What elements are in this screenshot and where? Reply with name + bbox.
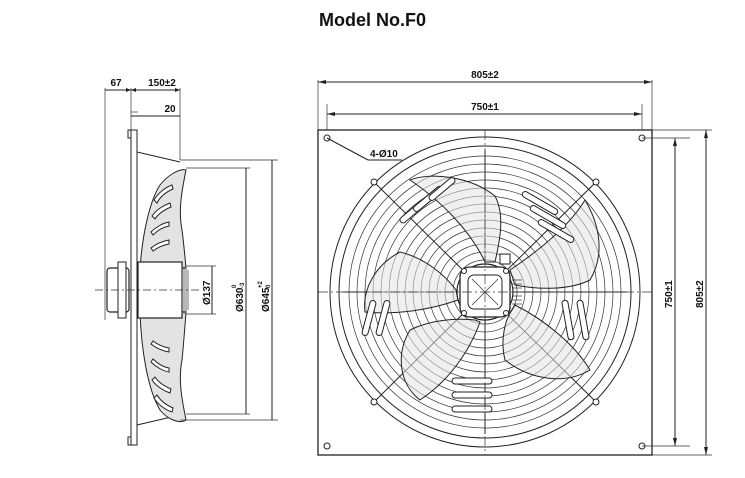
page-title: Model No.F0 [319, 10, 426, 30]
dim-guard-tol-upper: +2 [258, 280, 264, 288]
front-view: 805±2 750±1 4-Ø10 750±1 805±2 [317, 70, 712, 456]
dim-hole-spacing-y-label: 750±1 [664, 280, 675, 308]
blade-slots [361, 177, 590, 413]
dim-guard-dia-label: Ø645 [261, 287, 272, 312]
upper-blade [139, 169, 187, 271]
dim-hole-spacing-x-label: 750±1 [471, 102, 499, 113]
dim-guard-tol-lower: 0 [266, 284, 272, 288]
dim-frame-depth-label: 20 [164, 104, 176, 115]
dim-impeller-tol-lower: -3 [240, 282, 246, 288]
dim-total-depth-label: 150±2 [148, 78, 176, 89]
dim-outer-height-label: 805±2 [695, 280, 706, 308]
side-view: 67 150±2 20 [95, 78, 278, 446]
front-blades [364, 175, 600, 401]
dim-mount-holes-label: 4-Ø10 [370, 149, 398, 160]
dim-impeller-tol-upper: 0 [232, 284, 238, 288]
mount-hole [323, 442, 331, 450]
dim-front-depth-label: 67 [110, 78, 122, 89]
dim-outer-width-label: 805±2 [471, 70, 499, 81]
dim-impeller-dia-label: Ø630 [235, 287, 246, 312]
mounting-plate [130, 129, 138, 446]
dim-hub-dia-label: Ø137 [202, 280, 213, 305]
